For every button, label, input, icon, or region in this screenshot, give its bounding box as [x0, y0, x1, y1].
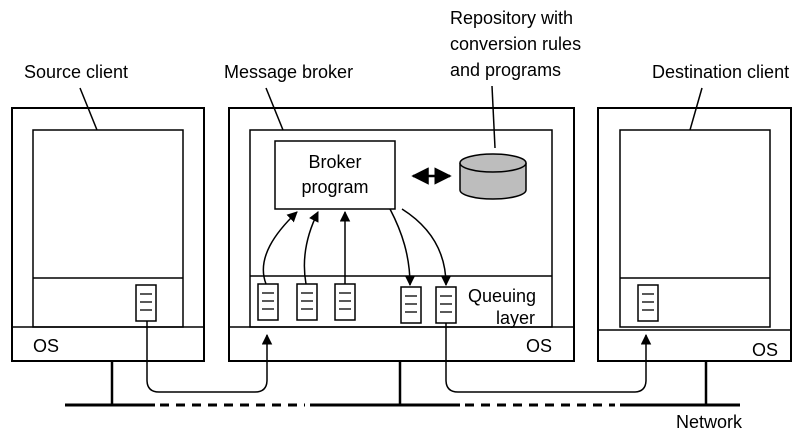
source-to-broker-message-arrow: [146, 321, 273, 393]
repository-label: Repository with conversion rules and pro…: [450, 8, 581, 80]
broker-program-label-line-1: Broker: [308, 152, 361, 172]
broker-outbound-queue-2: [435, 286, 457, 324]
message-broker-frame: [228, 107, 575, 362]
source-client-frame: [11, 107, 205, 362]
destination-queue-icon: [637, 284, 659, 322]
queuing-layer-label-line-2: layer: [496, 308, 535, 328]
destination-client-label: Destination client: [652, 62, 789, 82]
source-client-machine: OS: [11, 107, 205, 362]
destination-client-frame: [597, 107, 792, 362]
network: Network: [65, 361, 743, 432]
source-client-app: [32, 129, 184, 328]
repository-leader: [491, 85, 496, 149]
repository-label-line-1: Repository with: [450, 8, 573, 28]
message-broker-os-label: OS: [526, 336, 552, 356]
broker-program-box: [274, 140, 396, 210]
destination-client-machine: OS: [597, 107, 792, 362]
source-client-os-label: OS: [33, 336, 59, 356]
repository-label-line-3: and programs: [450, 60, 561, 80]
queue-1-to-broker-arrow: [262, 211, 298, 285]
broker-outbound-queue-1: [400, 286, 422, 324]
destination-client-app: [619, 129, 771, 328]
repository-cylinder: [459, 153, 527, 200]
broker-to-outbound-queue-1-arrow: [389, 208, 416, 287]
broker-inbound-queue-1: [257, 283, 279, 321]
source-queue-icon: [135, 284, 157, 322]
broker-inbound-queue-3: [334, 283, 356, 321]
repository-label-line-2: conversion rules: [450, 34, 581, 54]
queuing-layer-label-line-1: Queuing: [468, 286, 536, 306]
broker-program-label-line-2: program: [301, 177, 368, 197]
queue-2-to-broker-arrow: [303, 211, 319, 285]
destination-client-os-label: OS: [752, 340, 778, 360]
broker-inbound-queue-2: [296, 283, 318, 321]
broker-to-outbound-queue-2-arrow: [401, 208, 452, 287]
network-label: Network: [676, 412, 743, 432]
message-broker-label: Message broker: [224, 62, 353, 82]
message-broker-machine: OS Broker program Queuing layer: [228, 107, 575, 362]
broker-to-destination-message-arrow: [445, 323, 652, 393]
source-client-label: Source client: [24, 62, 128, 82]
